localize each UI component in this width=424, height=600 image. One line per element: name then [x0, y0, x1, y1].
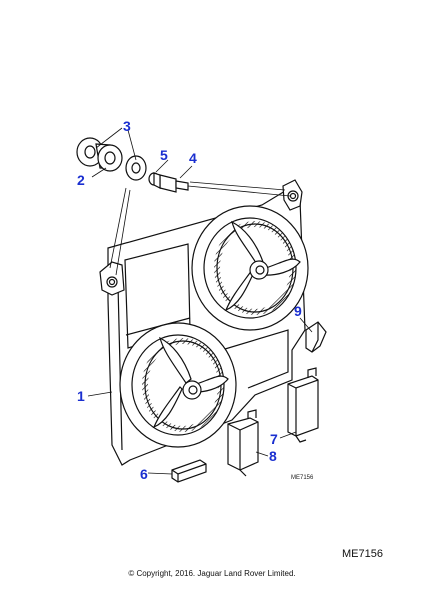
- callout-4: 4: [189, 150, 197, 166]
- drawing-ref: ME7156: [342, 548, 383, 560]
- washer: [125, 155, 147, 181]
- callout-5: 5: [160, 147, 168, 163]
- copyright-notice: © Copyright, 2016. Jaguar Land Rover Lim…: [128, 569, 296, 578]
- drawing-ref-small: ME7156: [291, 475, 314, 481]
- clip: [171, 459, 207, 483]
- callout-1: 1: [77, 388, 85, 404]
- bracket: [305, 321, 327, 353]
- bolt: [159, 174, 189, 193]
- spacer: [148, 172, 161, 189]
- lower-fan: [119, 322, 237, 448]
- upper-fan: [191, 205, 309, 331]
- callout-2: 2: [77, 172, 85, 188]
- callout-7: 7: [270, 431, 278, 447]
- callout-8: 8: [269, 448, 277, 464]
- callout-3: 3: [123, 118, 131, 134]
- callout-9: 9: [294, 303, 302, 319]
- callout-6: 6: [140, 466, 148, 482]
- relay-small: [227, 409, 259, 477]
- grommet: [76, 137, 123, 172]
- leader-lines: [87, 127, 313, 475]
- relay-large: [287, 367, 319, 443]
- left-mounting-tab: [99, 261, 125, 296]
